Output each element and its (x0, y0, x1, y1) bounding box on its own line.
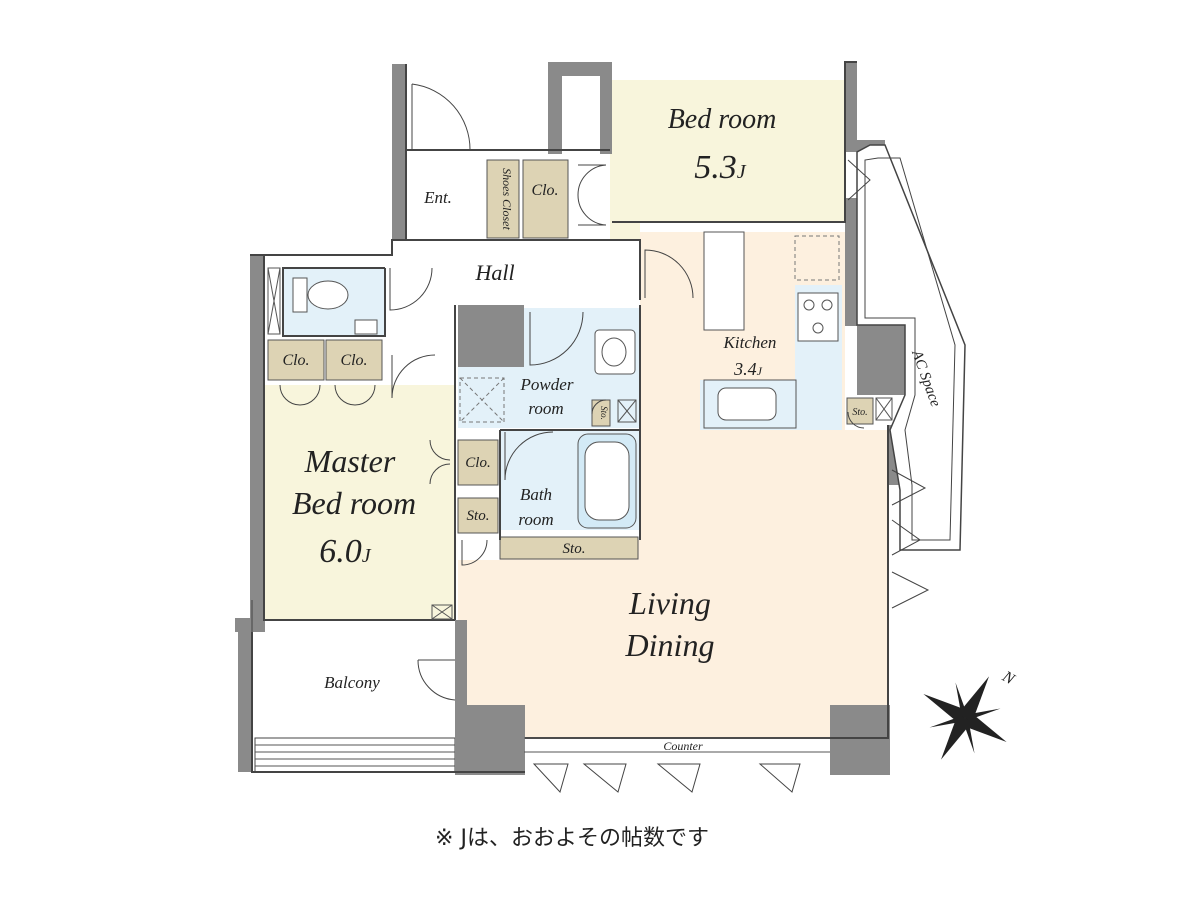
master-side-closet (457, 439, 499, 486)
toilet (307, 280, 349, 310)
kitchen-size: 3.4J (733, 359, 763, 379)
master-closet-1-label: Clo. (282, 352, 309, 369)
powder-label-line1: Powder (520, 375, 574, 394)
entrance-label: Ent. (423, 188, 452, 207)
bedroom-label: Bed room (668, 104, 777, 135)
kitchen-size-unit: J (757, 364, 763, 378)
entry-closet-label: Clo. (531, 182, 558, 199)
bedroom-size-unit: J (737, 161, 747, 183)
master-closet-1 (267, 339, 325, 381)
master-closet-2 (325, 339, 383, 381)
long-storage (499, 536, 639, 560)
vanity-sink (594, 329, 636, 375)
wall-outlines (250, 61, 889, 773)
master-storage-label: Sto. (467, 508, 490, 524)
entry-closet (522, 159, 569, 239)
kitchen-size-value: 3.4 (733, 359, 757, 379)
bedroom-area (610, 80, 845, 240)
footnote: ※ Jは、おおよその帖数です (435, 826, 709, 851)
master-side-closet-label: Clo. (465, 455, 490, 471)
laundry-space (459, 377, 505, 423)
powder-label-line2: room (528, 399, 563, 418)
living-label-line2: Dining (625, 627, 715, 663)
bedroom-size-value: 5.3 (694, 149, 737, 186)
living-label-line1: Living (628, 585, 711, 621)
kitchen-label: Kitchen (723, 333, 777, 352)
master-size-unit: J (362, 545, 372, 567)
pipe-shafts (267, 267, 893, 620)
doors (251, 83, 930, 793)
master-label-line1: Master (304, 443, 396, 479)
kitchen-sink (717, 387, 777, 421)
bath-label-line2: room (518, 510, 553, 529)
hall-label: Hall (474, 260, 514, 285)
long-storage-label: Sto. (563, 541, 586, 557)
counter-label: Counter (663, 739, 703, 753)
compass-north-label: N (999, 668, 1019, 689)
kitchen-storage (846, 397, 874, 425)
master-label-line2: Bed room (292, 485, 416, 521)
bedroom-size: 5.3J (694, 149, 747, 186)
shoes-closet-label: Shoes Closet (500, 168, 514, 230)
kitchen-island (703, 231, 745, 331)
ac-space (856, 144, 966, 551)
master-closet-2-label: Clo. (340, 352, 367, 369)
bath-label-line1: Bath (520, 485, 552, 504)
master-bedroom-area (265, 385, 455, 620)
shoes-closet (486, 159, 520, 239)
compass-rose (923, 676, 1007, 760)
powder-storage-label: Sto. (599, 406, 609, 420)
fridge-space (794, 235, 840, 281)
master-storage (457, 497, 499, 534)
stove (797, 292, 839, 342)
balcony-railing (254, 737, 456, 773)
master-size-value: 6.0 (319, 533, 362, 570)
living-dining-area (458, 232, 888, 738)
master-size: 6.0J (319, 533, 372, 570)
balcony-label: Balcony (324, 673, 380, 692)
kitchen-storage-label: Sto. (852, 407, 867, 418)
